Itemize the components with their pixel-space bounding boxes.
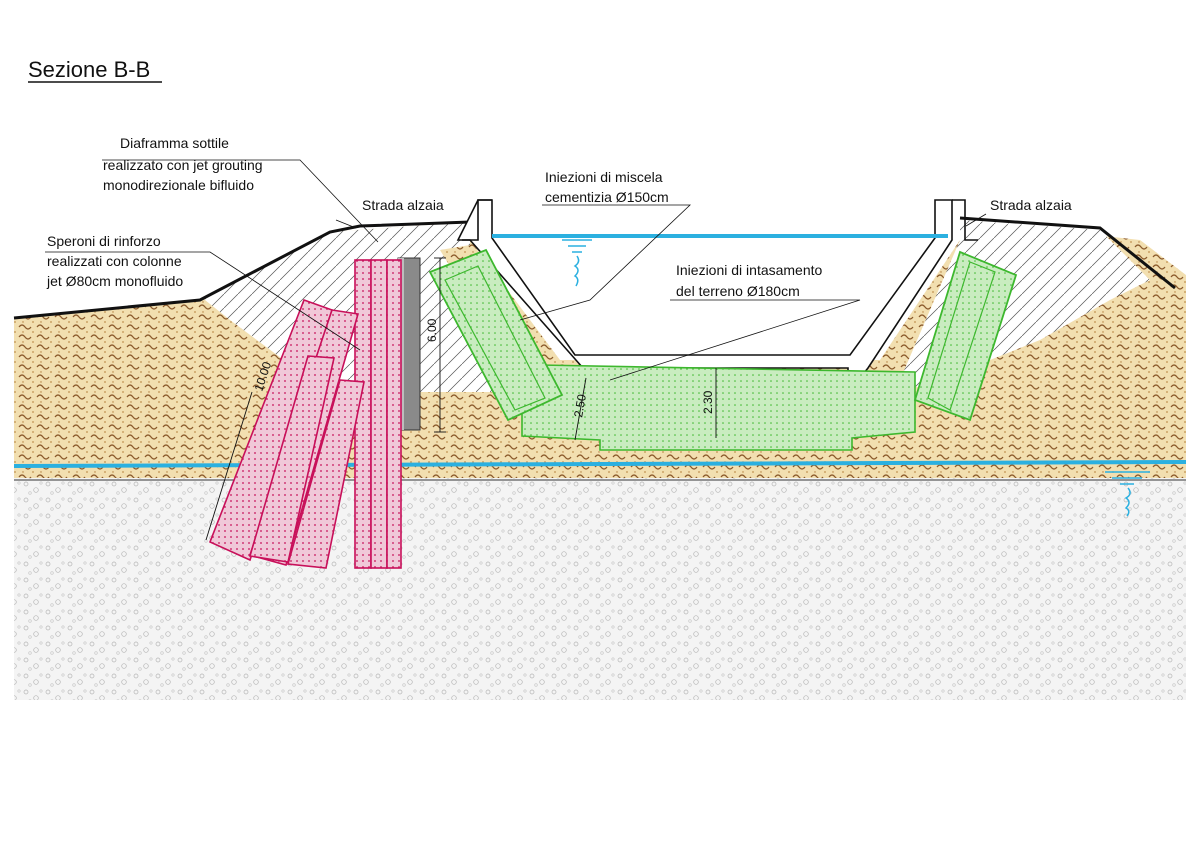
- channel-water-symbol: [562, 239, 592, 287]
- strada-alzaia-right: Strada alzaia: [990, 197, 1072, 213]
- inclined-jet-columns: [208, 298, 365, 569]
- strada-alzaia-left: Strada alzaia: [362, 197, 444, 213]
- section-title: Sezione B-B: [28, 57, 150, 82]
- iniezioni-miscela-line-2: cementizia Ø150cm: [545, 189, 669, 205]
- right-injection-block: [913, 250, 1018, 422]
- left-injection-block: [428, 248, 564, 422]
- dim-600: 6.00: [425, 318, 439, 342]
- groundwater-level: [13, 460, 1187, 468]
- groundwater-symbol: [1105, 471, 1150, 517]
- left-wall-crest: [462, 199, 492, 241]
- right-injection-inner: [927, 261, 996, 411]
- left-ground-line: [13, 220, 471, 320]
- left-injection-inner: [444, 265, 546, 411]
- dim-230: 2.30: [701, 390, 715, 414]
- gravel-stratum: [14, 478, 1186, 700]
- right-ground-line: [959, 216, 1176, 290]
- diaframma-line-3: monodirezionale bifluido: [103, 177, 254, 193]
- iniezioni-intasamento-line-2: del terreno Ø180cm: [676, 283, 800, 299]
- diaframma-line-1: Diaframma sottile: [120, 135, 229, 151]
- leader-lines: [45, 159, 987, 381]
- dim-1000-line: [205, 391, 253, 541]
- right-wall-crest: [952, 199, 978, 241]
- dim-250: 2.50: [571, 393, 589, 419]
- diaframma-line-2: realizzato con jet grouting: [103, 157, 263, 173]
- speroni-line-1: Speroni di rinforzo: [47, 233, 161, 249]
- dim-250-line: [574, 377, 587, 441]
- speroni-line-2: realizzati con colonne: [47, 253, 182, 269]
- iniezioni-miscela-line-1: Iniezioni di miscela: [545, 169, 663, 185]
- speroni-line-3: jet Ø80cm monofluido: [46, 273, 183, 289]
- vertical-jet-columns: [354, 259, 402, 569]
- bottom-injection-zone: [521, 364, 916, 451]
- iniezioni-intasamento-line-1: Iniezioni di intasamento: [676, 262, 823, 278]
